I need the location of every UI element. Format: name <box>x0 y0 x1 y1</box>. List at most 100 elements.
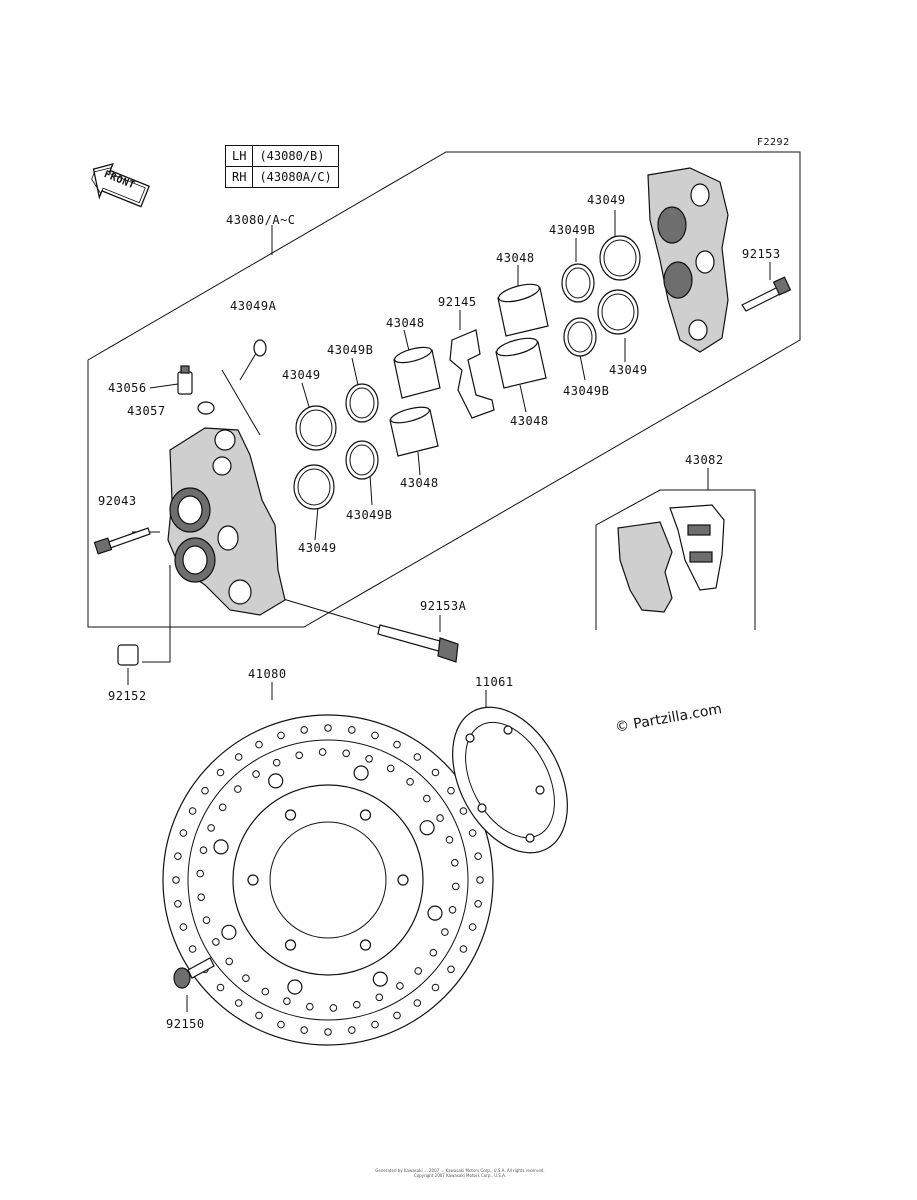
disc-drill-hole <box>476 876 484 884</box>
disc-drill-hole <box>413 999 422 1007</box>
label-43057[interactable]: 43057 <box>127 404 166 418</box>
disc-mount-button <box>221 924 237 940</box>
label-92150[interactable]: 92150 <box>166 1017 205 1031</box>
side-legend-table: LH (43080/B) RH (43080A/C) <box>224 145 339 188</box>
disc-drill-hole <box>261 987 270 996</box>
label-43049B-c[interactable]: 43049B <box>549 223 596 237</box>
disc-drill-hole <box>447 965 455 974</box>
disc-drill-hole <box>451 859 459 867</box>
disc-drill-hole <box>474 852 482 861</box>
bleeder-valve <box>177 365 193 395</box>
disc-drill-hole <box>353 1000 361 1009</box>
seals-43049B <box>345 263 597 480</box>
disc-drill-hole <box>414 967 423 975</box>
disc-drill-hole <box>393 740 401 749</box>
disc-drill-hole <box>436 814 444 822</box>
label-43048-b[interactable]: 43048 <box>400 476 439 490</box>
disc-drill-hole <box>218 803 227 812</box>
label-92153[interactable]: 92153 <box>742 247 781 261</box>
disc-drill-hole <box>197 893 205 902</box>
label-43049B-b[interactable]: 43049B <box>346 508 393 522</box>
disc-mount-button <box>419 820 435 836</box>
disc-drill-hole <box>429 948 438 957</box>
label-43049-d[interactable]: 43049 <box>609 363 648 377</box>
bolt-92150 <box>173 957 215 989</box>
disc-drill-hole <box>188 945 197 953</box>
label-43048-d[interactable]: 43048 <box>510 414 549 428</box>
disc-drill-hole <box>277 731 285 740</box>
label-43056[interactable]: 43056 <box>108 381 147 395</box>
disc-drill-hole <box>179 829 188 837</box>
disc-drill-hole <box>277 1020 285 1029</box>
disc-drill-hole <box>300 726 309 734</box>
disc-drill-hole <box>179 923 188 931</box>
disc-hub-bolt-hole <box>284 809 297 821</box>
disc-drill-hole <box>216 768 225 777</box>
legend-part: (43080A/C) <box>252 166 339 188</box>
disc-drill-hole <box>188 807 197 815</box>
bolt-92153 <box>741 276 792 312</box>
pin-92153A <box>377 624 459 663</box>
label-43049B-a[interactable]: 43049B <box>327 343 374 357</box>
label-43049B-d[interactable]: 43049B <box>563 384 610 398</box>
caliper-right-half <box>647 167 729 353</box>
legend-row: RH (43080A/C) <box>224 166 339 188</box>
label-43082[interactable]: 43082 <box>685 453 724 467</box>
label-43049A[interactable]: 43049A <box>230 299 277 313</box>
disc-drill-hole <box>283 997 291 1006</box>
label-41080[interactable]: 41080 <box>248 667 287 681</box>
disc-drill-hole <box>474 900 482 908</box>
disc-drill-hole <box>318 748 327 756</box>
disc-drill-hole <box>371 1020 379 1029</box>
seals-43049 <box>293 235 641 510</box>
label-92145[interactable]: 92145 <box>438 295 477 309</box>
label-caliper-assy[interactable]: 43080/A~C <box>226 213 296 227</box>
disc-drill-hole <box>468 923 477 931</box>
disc-drill-hole <box>342 749 351 758</box>
label-92152[interactable]: 92152 <box>108 689 147 703</box>
pad-spring-92145 <box>449 329 495 419</box>
disc-drill-hole <box>242 974 250 983</box>
disc-drill-hole <box>431 983 440 992</box>
disc-hub-bolt-hole <box>359 809 372 821</box>
disc-drill-hole <box>459 807 468 815</box>
label-43049-b[interactable]: 43049 <box>298 541 337 555</box>
disc-drill-hole <box>300 1026 309 1034</box>
bleeder-cap <box>197 401 215 415</box>
disc-drill-hole <box>199 846 208 855</box>
label-43048-c[interactable]: 43048 <box>496 251 535 265</box>
disc-drill-hole <box>375 993 384 1002</box>
disc-drill-hole <box>393 1011 401 1020</box>
label-43049-c[interactable]: 43049 <box>587 193 626 207</box>
disc-hub-bolt-hole <box>359 939 372 951</box>
brake-disc-41080 <box>162 714 494 1046</box>
label-43048-a[interactable]: 43048 <box>386 316 425 330</box>
disc-mount-button <box>268 773 284 789</box>
disc-drill-hole <box>201 786 209 795</box>
disc-drill-hole <box>329 1004 338 1012</box>
bolt-92043 <box>93 527 151 555</box>
legend-side: LH <box>224 145 254 167</box>
diagram-code: F2292 <box>757 137 790 148</box>
disc-drill-hole <box>413 753 422 761</box>
disc-drill-hole <box>452 882 460 891</box>
legend-row: LH (43080/B) <box>224 145 339 167</box>
disc-drill-hole <box>396 982 404 990</box>
disc-drill-hole <box>234 785 242 793</box>
caliper-group-outline <box>87 151 801 628</box>
disc-drill-hole <box>324 724 332 732</box>
label-92153A[interactable]: 92153A <box>420 599 467 613</box>
disc-drill-hole <box>255 1011 263 1020</box>
disc-drill-hole <box>441 928 449 936</box>
disc-drill-hole <box>468 829 477 837</box>
label-92043[interactable]: 92043 <box>98 494 137 508</box>
cap-92152 <box>117 644 139 666</box>
disc-drill-hole <box>386 764 395 773</box>
disc-drill-hole <box>255 740 263 749</box>
label-43049-a[interactable]: 43049 <box>282 368 321 382</box>
label-11061[interactable]: 11061 <box>475 675 514 689</box>
front-arrow-icon <box>91 163 151 208</box>
disc-mount-button <box>372 971 388 987</box>
